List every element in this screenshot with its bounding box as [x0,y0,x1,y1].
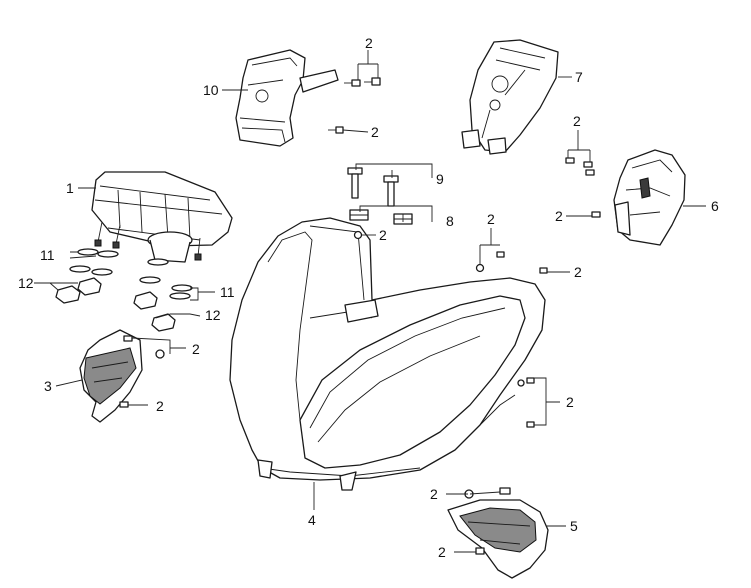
callout-2-right-side: 2 [574,264,582,280]
headlight-part-4 [229,217,546,491]
callout-12-left: 12 [18,275,34,291]
screw [328,126,344,134]
bracket-part-6 [613,149,686,246]
callout-2-bracket5-bottom: 2 [438,544,446,560]
screw [475,263,485,273]
screw [496,251,505,258]
screw [475,547,485,555]
washers-part-11-left [69,248,119,276]
screw [353,230,363,240]
washers-part-11-right [139,258,193,300]
callout-2-bracket3-top: 2 [192,341,200,357]
callout-8: 8 [446,213,454,229]
callouts: 2 10 2 7 9 2 6 2 8 2 2 2 1 11 12 11 12 3… [18,35,719,560]
callout-2-lower-right: 2 [566,394,574,410]
cover-part-3 [79,329,143,423]
screw [123,335,133,342]
nuts-part-12-right [133,291,176,332]
screw [119,401,129,408]
screw [583,161,593,168]
callout-9: 9 [436,171,444,187]
bracket-part-7 [461,39,559,155]
callout-4: 4 [308,512,316,528]
screw [591,211,601,218]
callout-2-bracket6-side: 2 [555,208,563,224]
callout-5: 5 [570,518,578,534]
screw [565,157,575,164]
screw [526,377,535,384]
screw [585,169,595,176]
screw [499,487,511,495]
callout-6: 6 [711,198,719,214]
callout-12-right: 12 [205,307,221,323]
callout-2-bracket6-top: 2 [573,113,581,129]
cover-part-5 [447,499,549,579]
leader-lines [34,50,706,553]
callout-10: 10 [203,82,219,98]
bolt-part-9 [347,167,363,199]
meter-part-1 [91,171,233,263]
callout-2-bracket5-top: 2 [430,486,438,502]
screw [517,379,525,387]
callout-7: 7 [575,69,583,85]
callout-2-right-top: 2 [487,211,495,227]
screw [155,349,165,359]
callout-2-top: 2 [365,35,373,51]
screw [364,77,381,86]
clip-part-8 [349,209,369,221]
callout-2-bracket3-bottom: 2 [156,398,164,414]
screw [344,79,361,87]
callout-2-arm10: 2 [371,124,379,140]
callout-2-center: 2 [379,227,387,243]
callout-1: 1 [66,180,74,196]
nuts-part-12-left [55,277,102,304]
bracket-part-10 [235,49,339,147]
screw [526,421,535,428]
bolt-part-9 [383,175,399,207]
callout-11-left: 11 [40,247,55,263]
callout-11-right: 11 [220,284,235,300]
callout-3: 3 [44,378,52,394]
screw [539,267,548,274]
